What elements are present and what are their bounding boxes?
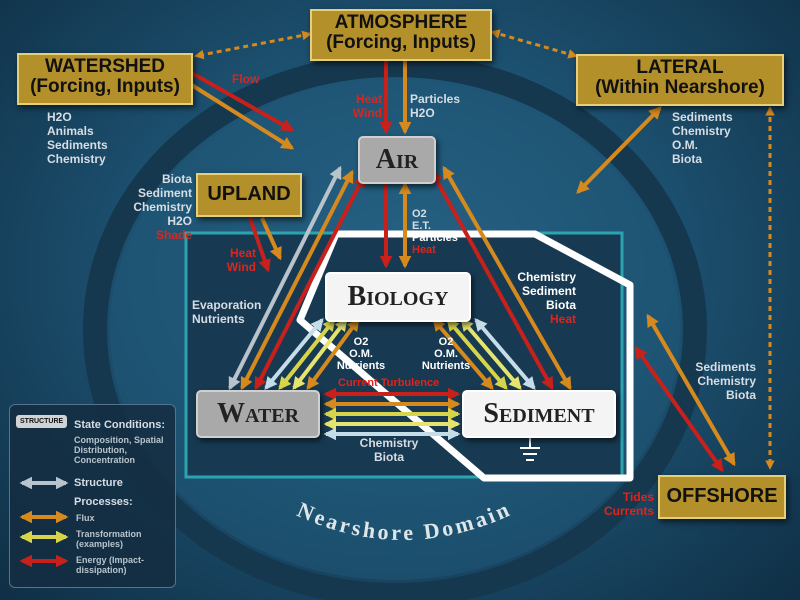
lateral-inputs-label: Sediments Chemistry O.M. Biota [672, 110, 733, 166]
watershed-title: WATERSHED [45, 56, 165, 77]
bio-water-label: O2 O.M. Nutrients [336, 336, 386, 372]
evaporation-label: Evaporation Nutrients [192, 298, 262, 326]
upland-inputs-label: Biota Sediment Chemistry H2O Shade [133, 172, 192, 242]
biology-node: Biology [325, 272, 471, 322]
sediment-chem-label: Chemistry Sediment Biota Heat [517, 270, 576, 326]
legend-panel: STRUCTURE State Conditions: Composition,… [9, 404, 176, 588]
upland-heat-wind-label: Heat Wind [226, 246, 256, 274]
atmosphere-subtitle: (Forcing, Inputs) [326, 31, 476, 53]
watershed-box: WATERSHED (Forcing, Inputs) [17, 53, 193, 105]
atmosphere-title: ATMOSPHERE [334, 12, 468, 33]
upland-title: UPLAND [207, 183, 291, 205]
legend-energy-arrow [19, 555, 69, 567]
water-label: Water [216, 398, 300, 429]
tides-currents-label: Tides Currents [603, 490, 654, 518]
legend-flux-label: Flux [76, 513, 95, 523]
legend-energy-label: Energy (Impact-dissipation) [76, 555, 145, 575]
biology-label: Biology [347, 281, 449, 312]
air-label: Air [375, 144, 419, 175]
flow-label: Flow [232, 72, 260, 86]
upland-box: UPLAND [196, 173, 302, 217]
air-bio-label: O2 E.T. Particles Heat [412, 208, 458, 256]
legend-transform-label: Transformation (examples) [76, 529, 142, 549]
watershed-inputs-label: H2O Animals Sediments Chemistry [47, 110, 108, 166]
legend-processes-title: Processes: [74, 496, 133, 508]
watershed-subtitle: (Forcing, Inputs) [30, 75, 180, 97]
water-node: Water [196, 390, 320, 438]
watershed-flow-arrow [189, 70, 295, 132]
offshore-title: OFFSHORE [666, 485, 778, 507]
bio-sed-structure-arrow [474, 318, 536, 390]
water-sed-chem-label: Chemistry Biota [359, 436, 419, 464]
lateral-flux-arrow [576, 106, 662, 194]
legend-transform-arrow [19, 531, 69, 543]
legend-flux-arrow [19, 511, 69, 523]
legend-structure-arrow [19, 477, 69, 489]
offshore-inputs-label: Sediments Chemistry Biota [695, 360, 756, 402]
current-turbulence-label: Current Turbulence [338, 377, 440, 389]
legend-structure-label: Structure [74, 477, 123, 489]
watershed-flux-arrow [188, 82, 295, 150]
atm-heat-wind-label: Heat Wind [352, 92, 382, 120]
lateral-box: LATERAL (Within Nearshore) [576, 54, 784, 106]
lateral-subtitle: (Within Nearshore) [595, 76, 765, 98]
sediment-node: Sediment [462, 390, 616, 438]
sediment-label: Sediment [483, 398, 595, 429]
legend-state-desc: Composition, Spatial Distribution, Conce… [74, 435, 164, 465]
atm-lateral-dotted [490, 29, 578, 59]
atm-particles-label: Particles H2O [410, 92, 461, 120]
atm-watershed-dotted [194, 30, 312, 60]
legend-state-title: State Conditions: [74, 419, 166, 431]
bio-water-flux-arrow [306, 317, 360, 391]
air-node: Air [358, 136, 436, 184]
bio-sed-label: O2 O.M. Nutrients [421, 336, 471, 372]
legend-structure-tag: STRUCTURE [16, 415, 68, 428]
atmosphere-box: ATMOSPHERE (Forcing, Inputs) [310, 9, 492, 61]
offshore-flux-arrow [646, 313, 736, 467]
lateral-title: LATERAL [636, 57, 724, 78]
air-sediment-flux-arrow [442, 165, 572, 391]
offshore-box: OFFSHORE [658, 475, 786, 519]
